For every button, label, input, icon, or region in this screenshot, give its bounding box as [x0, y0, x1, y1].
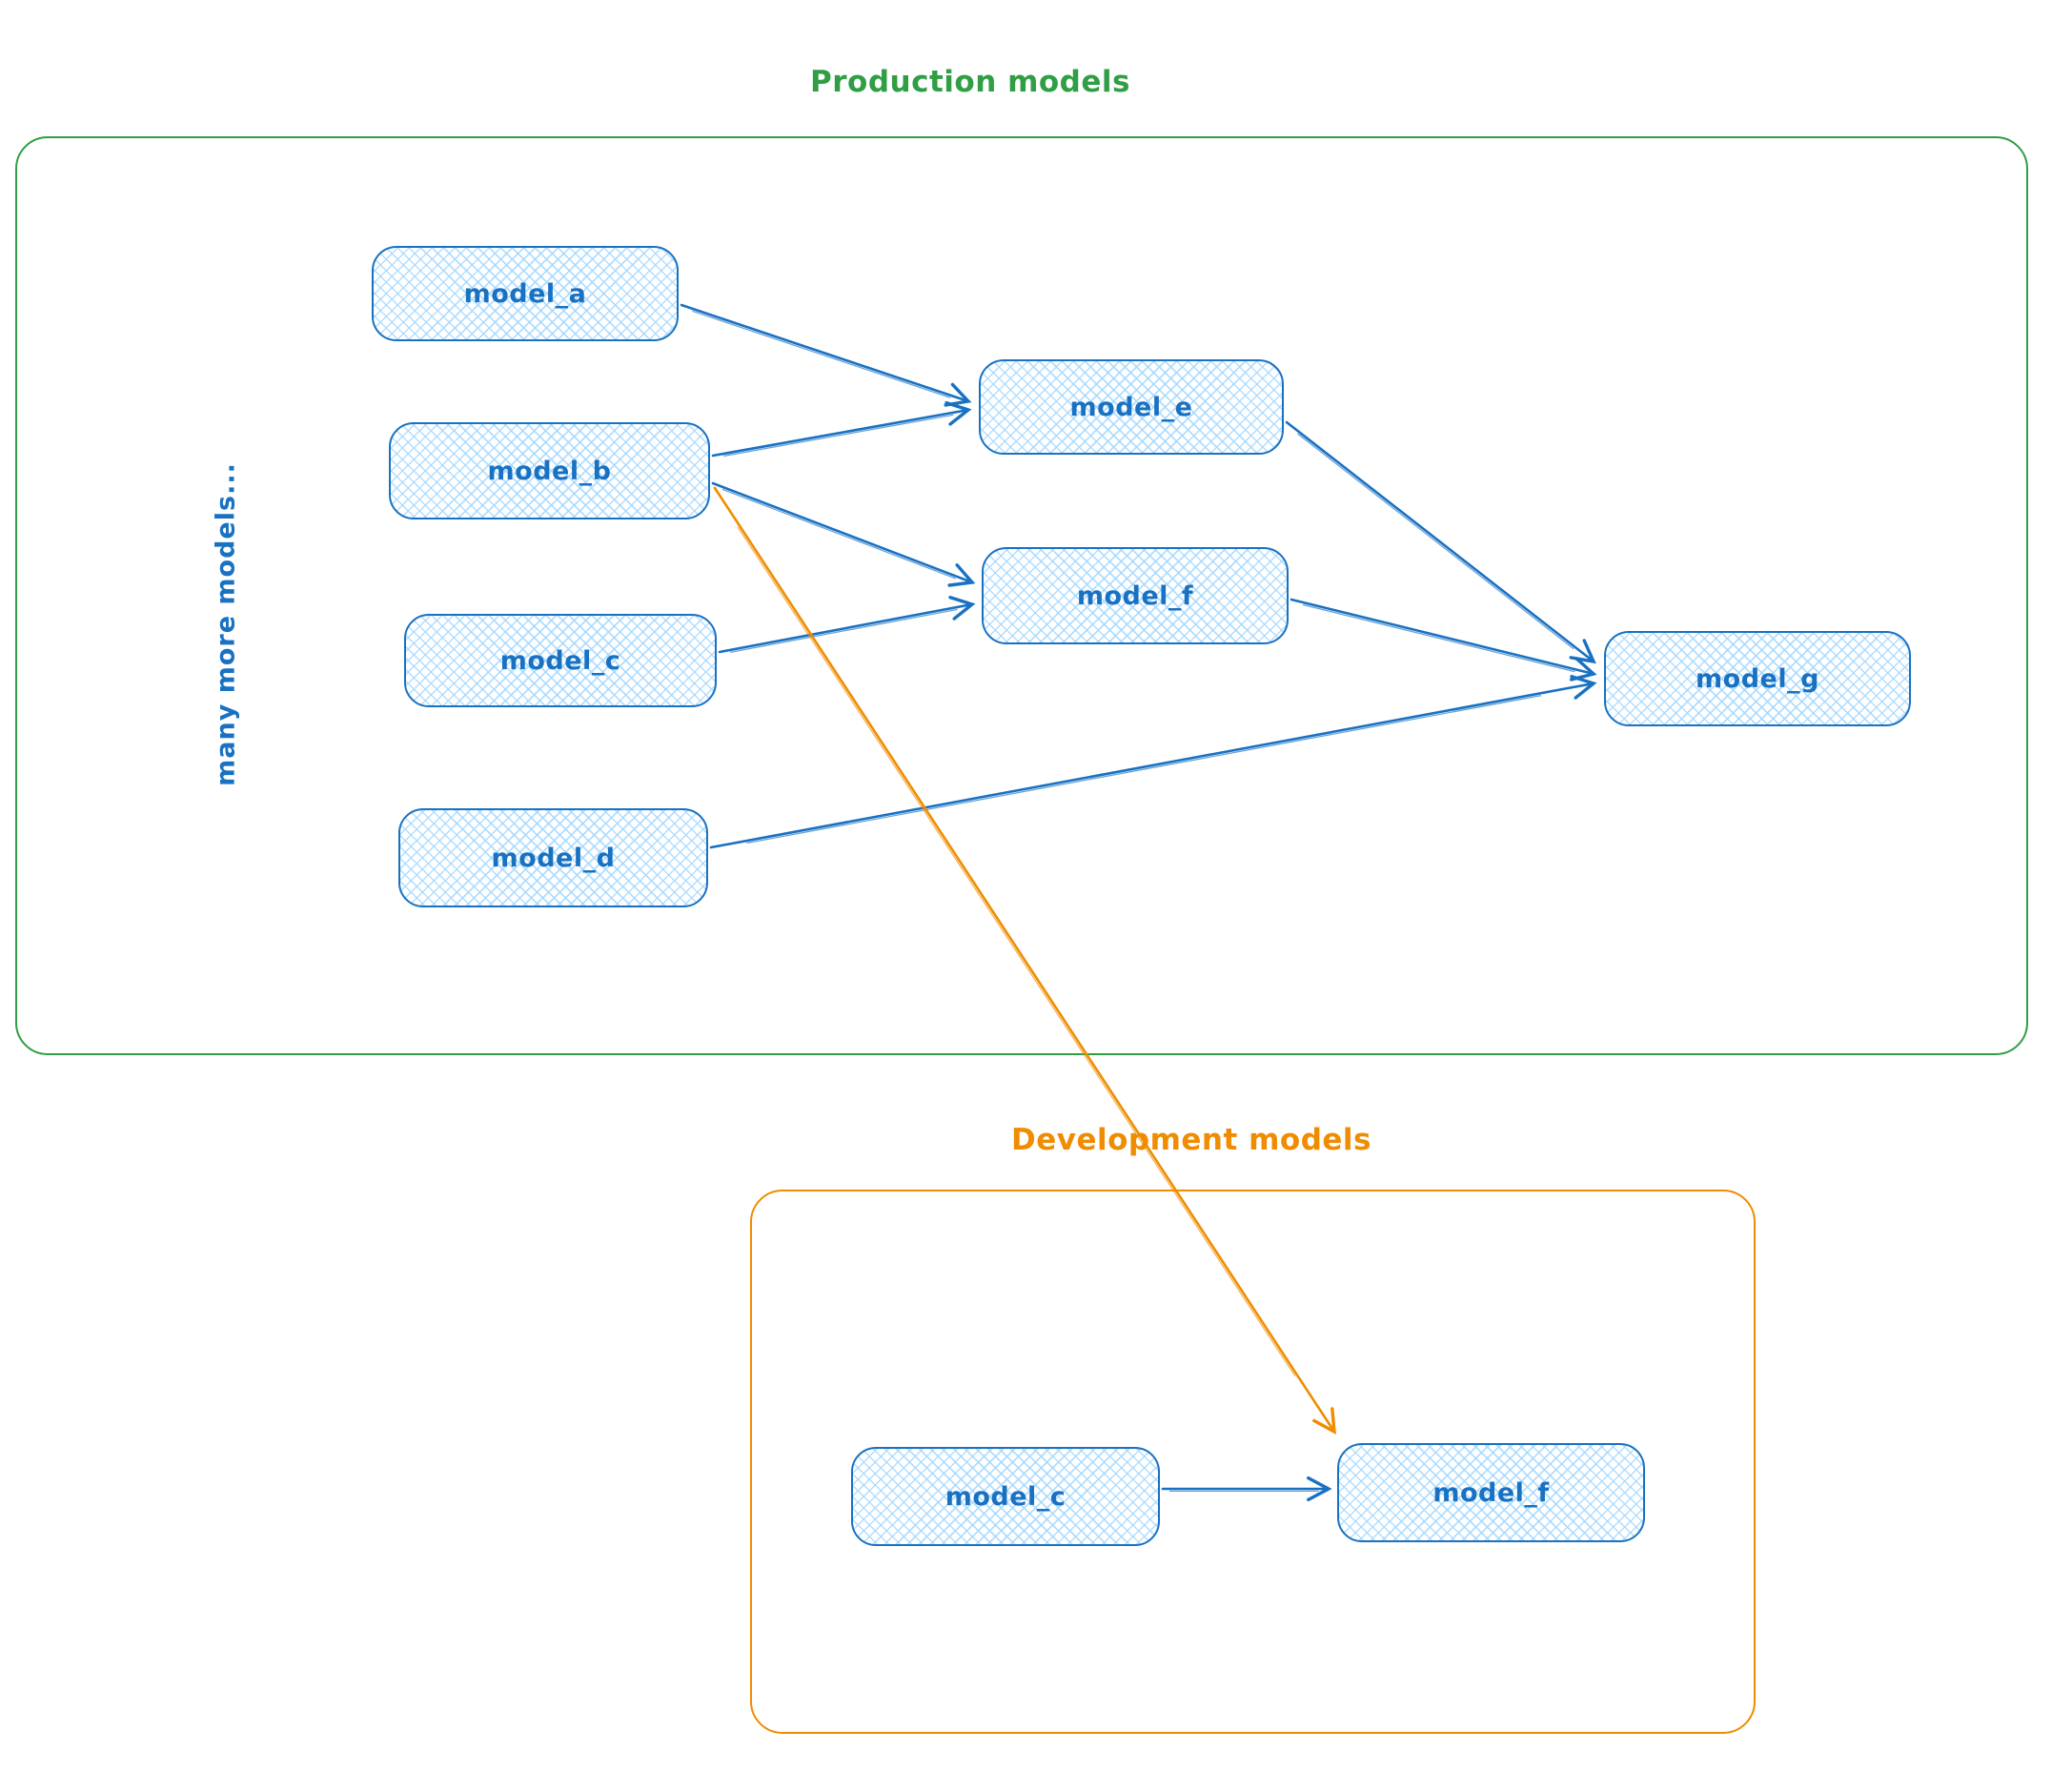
node-prod-model-d: model_d [398, 808, 708, 907]
node-prod-model-f: model_f [982, 547, 1289, 644]
node-prod-model-a: model_a [372, 246, 679, 341]
node-prod-model-e: model_e [979, 359, 1284, 455]
node-label: model_d [491, 843, 616, 873]
development-group-title: Development models [1010, 1123, 1372, 1157]
node-label: model_f [1432, 1477, 1550, 1508]
node-prod-model-g: model_g [1604, 631, 1911, 726]
node-dev-model-f: model_f [1337, 1443, 1645, 1542]
many-more-models-note: many more models... [211, 462, 241, 786]
node-dev-model-c: model_c [851, 1447, 1160, 1546]
node-label: model_a [463, 278, 587, 309]
node-label: model_f [1076, 580, 1194, 611]
node-label: model_e [1069, 392, 1193, 422]
node-label: model_c [945, 1481, 1066, 1512]
node-prod-model-c: model_c [404, 614, 717, 707]
node-label: model_g [1696, 663, 1819, 694]
node-label: model_c [499, 645, 621, 676]
node-label: model_b [487, 456, 612, 486]
node-prod-model-b: model_b [389, 422, 710, 519]
production-group-title: Production models [810, 65, 1130, 99]
